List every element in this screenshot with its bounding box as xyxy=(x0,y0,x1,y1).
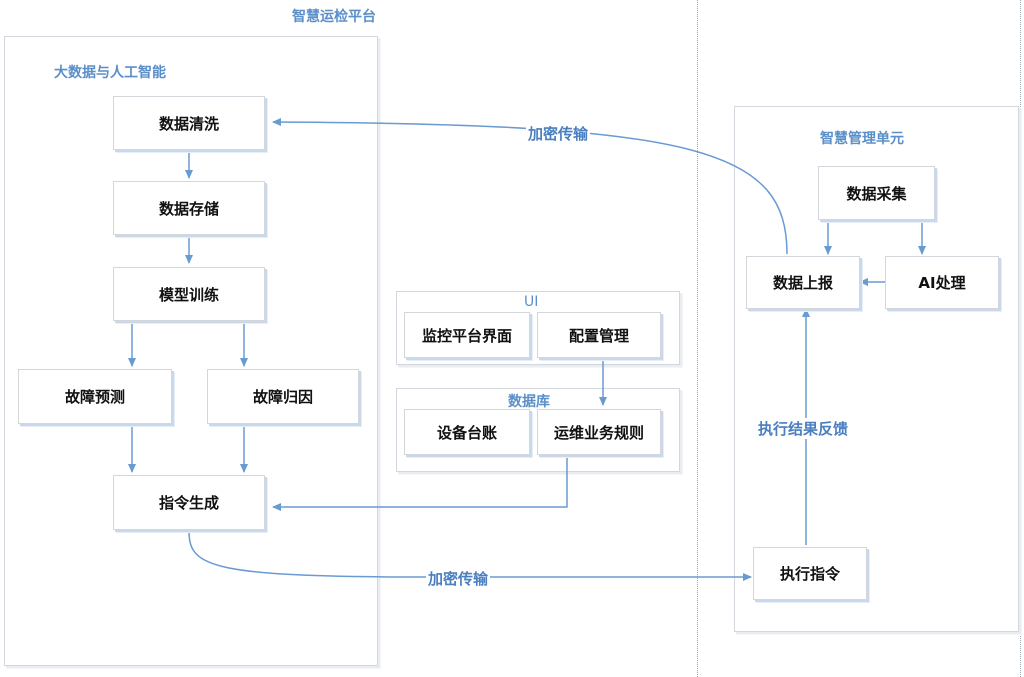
platform-title: 智慧运检平台 xyxy=(292,9,376,25)
ui-group-title: UI xyxy=(524,294,539,310)
management-unit-title: 智慧管理单元 xyxy=(820,131,904,147)
node-ai-processing[interactable]: AI处理 xyxy=(885,256,999,309)
edge-rules-to-command xyxy=(272,454,568,511)
left-separator xyxy=(697,0,698,677)
node-command-generation[interactable]: 指令生成 xyxy=(113,475,265,530)
node-config-management[interactable]: 配置管理 xyxy=(537,312,661,358)
node-execute-command[interactable]: 执行指令 xyxy=(753,547,867,600)
edge-label-encrypt-top: 加密传输 xyxy=(526,123,591,144)
node-data-storage[interactable]: 数据存储 xyxy=(113,181,265,235)
db-group-title: 数据库 xyxy=(508,394,550,410)
node-device-ledger[interactable]: 设备台账 xyxy=(404,409,530,455)
node-data-reporting[interactable]: 数据上报 xyxy=(746,256,860,309)
edge-command-to-execute xyxy=(188,529,752,581)
node-fault-prediction[interactable]: 故障预测 xyxy=(18,369,172,424)
edge-report-to-clean xyxy=(272,118,788,255)
node-data-cleaning[interactable]: 数据清洗 xyxy=(113,96,265,150)
node-data-collection[interactable]: 数据采集 xyxy=(818,166,935,220)
node-maintenance-rules[interactable]: 运维业务规则 xyxy=(537,409,661,455)
edge-label-feedback: 执行结果反馈 xyxy=(756,418,851,439)
right-separator xyxy=(1020,0,1021,677)
node-monitoring-ui[interactable]: 监控平台界面 xyxy=(404,312,530,358)
node-fault-attribution[interactable]: 故障归因 xyxy=(207,369,359,424)
big-data-title: 大数据与人工智能 xyxy=(54,65,166,81)
node-model-training[interactable]: 模型训练 xyxy=(113,267,265,321)
edge-label-encrypt-bottom: 加密传输 xyxy=(426,568,491,589)
